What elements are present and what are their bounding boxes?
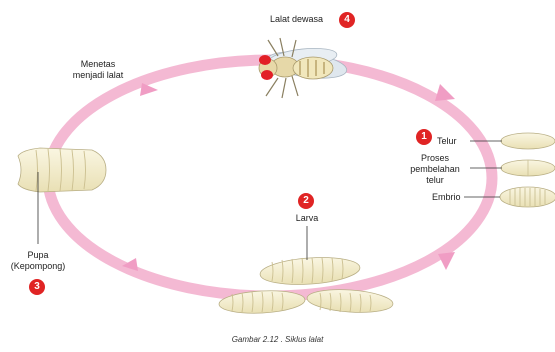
division-label: Proses pembelahan telur	[408, 153, 462, 186]
division-label-line3: telur	[408, 175, 462, 186]
pupa-label-line2: (Kepompong)	[6, 261, 70, 272]
arrow-top-left	[140, 83, 158, 96]
division-label-line1: Proses	[408, 153, 462, 164]
arrow-bottom-right	[438, 252, 455, 270]
dividing-egg-icon	[501, 160, 555, 176]
pupa-icon	[18, 148, 106, 192]
egg-icon	[501, 133, 555, 149]
division-label-line2: pembelahan	[408, 164, 462, 175]
larva-stage-badge: 2	[298, 193, 314, 209]
hatch-label-line2: menjadi lalat	[58, 70, 138, 81]
embryo-label: Embrio	[432, 192, 461, 203]
adult-label: Lalat dewasa	[270, 14, 323, 25]
larva-label: Larva	[282, 213, 332, 224]
figure-caption: Gambar 2.12 . Siklus lalat	[0, 335, 555, 344]
pupa-label: Pupa (Kepompong)	[6, 250, 70, 272]
embryo-icon	[500, 187, 555, 207]
larva-icon-3	[306, 287, 393, 315]
larva-icon	[259, 255, 361, 288]
arrow-top-right	[435, 84, 455, 101]
pupa-label-line1: Pupa	[6, 250, 70, 261]
adult-fly-icon	[259, 38, 348, 98]
adult-stage-badge: 4	[339, 12, 355, 28]
pupa-stage-badge: 3	[29, 279, 45, 295]
egg-stage-badge: 1	[416, 129, 432, 145]
hatch-label-line1: Menetas	[58, 59, 138, 70]
egg-label: Telur	[437, 136, 457, 147]
hatch-label: Menetas menjadi lalat	[58, 59, 138, 81]
